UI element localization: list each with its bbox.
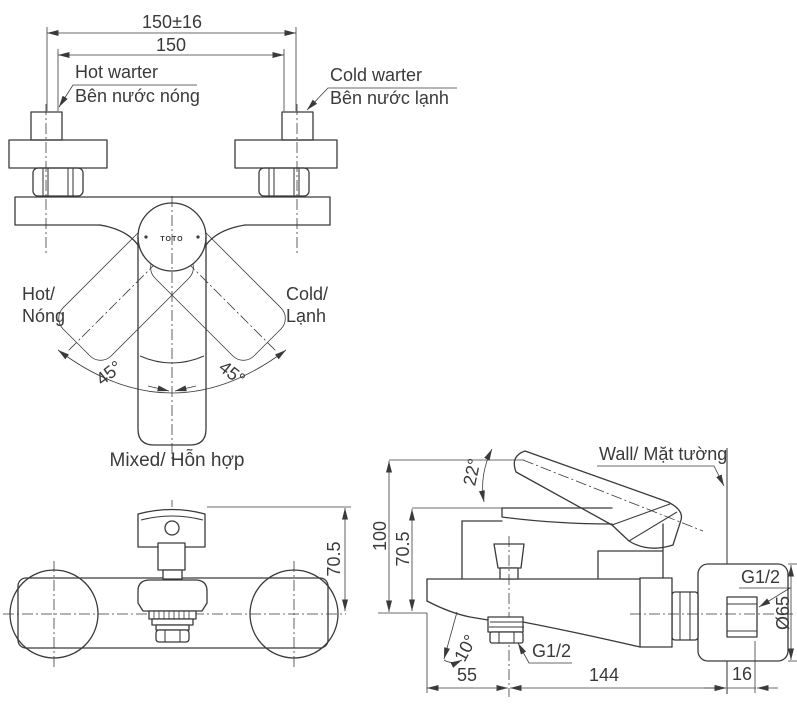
mixed-position-label: Mixed/ Hỗn hợp — [110, 449, 245, 471]
lever-angle-arc — [478, 448, 493, 503]
swing-arc — [57, 349, 287, 394]
side-height-dimensions — [378, 459, 524, 614]
dome-dot-right — [196, 235, 200, 239]
side-body-outline — [426, 507, 664, 648]
side-view: Wall/ Mặt tường — [370, 444, 797, 697]
top-dimension-lines — [46, 27, 297, 111]
wall-callout: Wall/ Mặt tường — [597, 444, 727, 487]
side-overall-height-label: 100 — [370, 521, 390, 551]
side-bottom-dimensions — [426, 613, 778, 693]
outlet-thread-callout: G1/2 — [517, 641, 572, 664]
cold-position-vi-label: Lạnh — [286, 306, 326, 326]
supply-thread-label: G1/2 — [741, 567, 780, 587]
cold-inlet-callout: Cold warter Bên nước lạnh — [306, 65, 457, 111]
outlet-thread-label: G1/2 — [532, 641, 571, 661]
spout-outlet — [487, 616, 524, 644]
side-body-height-label: 70.5 — [393, 531, 413, 566]
hot-inlet-en-label: Hot warter — [75, 62, 158, 82]
hot-inlet-assembly — [8, 111, 108, 197]
hot-inlet-vi-label: Bên nước nóng — [75, 86, 200, 106]
connector-hex-nut — [671, 591, 699, 641]
dim-overall-label: 150±16 — [142, 12, 202, 32]
dome-dot-left — [144, 235, 148, 239]
front-height-label: 70.5 — [324, 541, 344, 576]
cold-position-en-label: Cold/ — [286, 284, 328, 304]
front-view: 70.5 — [3, 500, 351, 667]
cold-inlet-en-label: Cold warter — [330, 65, 422, 85]
flange-diameter-label: Ø65 — [773, 596, 793, 630]
dim-centers-label: 150 — [156, 35, 186, 55]
hot-position-vi-label: Nóng — [22, 306, 65, 326]
brand-logo: TOTO — [160, 236, 183, 243]
wall-label: Wall/ Mặt tường — [599, 444, 727, 464]
front-right-flange — [249, 569, 339, 659]
front-center-column — [137, 508, 208, 643]
spout-angle-label: 10° — [450, 631, 480, 664]
wall-clearance-label: 16 — [732, 664, 752, 684]
lever-angle-label: 22° — [459, 457, 484, 488]
connector-hex-facets — [679, 592, 691, 640]
spout-angle — [443, 611, 463, 668]
flange-diameter-dimension — [788, 563, 797, 662]
s-connector-block — [639, 577, 673, 648]
front-left-flange — [9, 569, 99, 659]
supply-nipple-threads — [727, 603, 757, 632]
side-lever — [513, 450, 704, 549]
spout-offset-label: 55 — [457, 665, 477, 685]
cold-inlet-assembly — [234, 111, 338, 197]
front-height-dimension — [207, 506, 351, 611]
cold-inlet-vi-label: Bên nước lạnh — [330, 88, 449, 108]
top-view: 150±16 150 Hot warter Bên nước nóng Cold… — [8, 12, 457, 471]
hot-inlet-callout: Hot warter Bên nước nóng — [58, 62, 200, 108]
body-length-label: 144 — [589, 665, 619, 685]
swing-right-label: 45° — [215, 357, 249, 390]
hot-position-en-label: Hot/ — [22, 284, 55, 304]
